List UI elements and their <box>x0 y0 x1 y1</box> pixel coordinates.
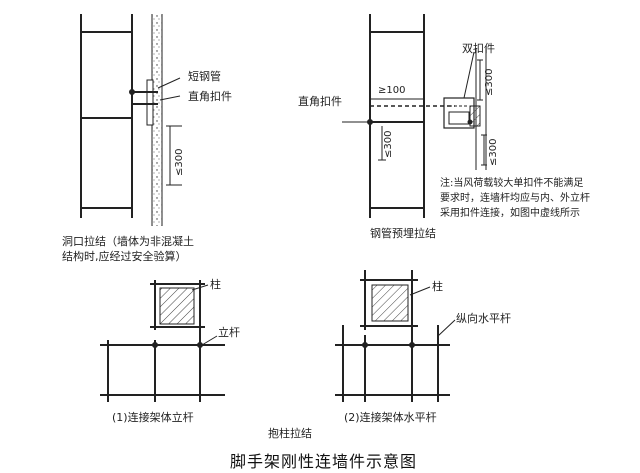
dim-ge100: ≥100 <box>378 85 406 96</box>
caption-embedded-pipe-tie: 钢管预埋拉结 <box>370 227 436 240</box>
column-tie-horizontal-figure <box>335 270 456 402</box>
caption-sub2: (2)连接架体水平杆 <box>344 411 437 424</box>
caption-sub1: (1)连接架体立杆 <box>112 411 194 424</box>
caption-opening-tie: 洞口拉结（墙体为非混凝土 结构时,应经过安全验算） <box>62 234 194 264</box>
label-longitudinal-bar: 纵向水平杆 <box>456 312 511 325</box>
label-short-pipe: 短钢管 <box>188 70 221 83</box>
column-tie-upright-figure <box>100 280 225 402</box>
label-column-2: 柱 <box>432 280 443 293</box>
label-right-angle-clamp-1: 直角扣件 <box>188 90 232 103</box>
note-text: 注:当风荷载较大单扣件不能满足 要求时，连墙杆均应与内、外立杆 采用扣件连接，如… <box>440 176 590 221</box>
caption-opening-tie-line-1: 洞口拉结（墙体为非混凝土 <box>62 235 194 248</box>
label-column-1: 柱 <box>210 278 221 291</box>
dim-le300-right: ≤300 <box>488 138 499 166</box>
dim-le300-top: ≤300 <box>484 68 495 96</box>
dim-le300-2: ≤300 <box>383 130 394 158</box>
diagram-title: 脚手架刚性连墙件示意图 <box>230 452 418 471</box>
caption-opening-tie-line-2: 结构时,应经过安全验算） <box>62 250 187 263</box>
label-double-clamp: 双扣件 <box>462 42 495 55</box>
label-right-angle-clamp-2: 直角扣件 <box>298 95 342 108</box>
caption-column-tie: 抱柱拉结 <box>268 427 312 440</box>
label-upright: 立杆 <box>218 326 240 339</box>
dim-le300-1: ≤300 <box>174 148 185 176</box>
embedded-pipe-tie-figure <box>342 14 455 218</box>
opening-tie-figure <box>80 14 182 226</box>
note-line-1: 注:当风荷载较大单扣件不能满足 <box>440 178 584 189</box>
note-line-2: 要求时，连墙杆均应与内、外立杆 <box>440 193 590 204</box>
note-line-3: 采用扣件连接，如图中虚线所示 <box>440 208 580 219</box>
double-clamp-detail <box>443 48 487 170</box>
